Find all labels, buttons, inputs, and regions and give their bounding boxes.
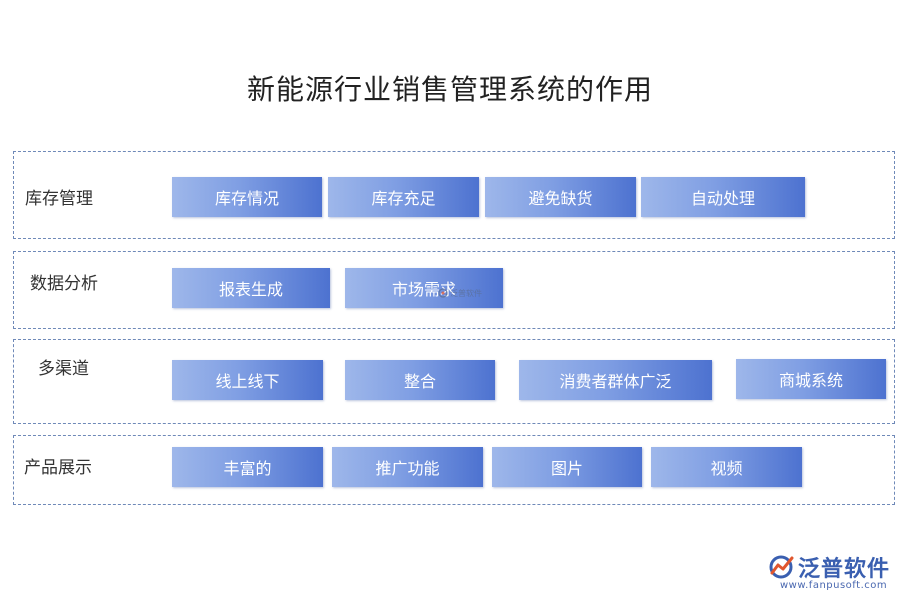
section-label-data-analysis: 数据分析 (30, 274, 98, 294)
item-box: 自动处理 (641, 177, 805, 217)
item-box: 图片 (492, 447, 642, 487)
item-box: 避免缺货 (485, 177, 636, 217)
watermark: 泛普软件 (438, 286, 498, 300)
watermark-logo-icon (438, 288, 448, 298)
section-product-display (13, 435, 895, 505)
item-box: 市场需求 (345, 268, 503, 308)
fanpu-logo-icon (769, 555, 794, 579)
watermark-text: 泛普软件 (450, 288, 482, 298)
section-label-multichannel: 多渠道 (38, 359, 89, 379)
diagram-title: 新能源行业销售管理系统的作用 (246, 73, 653, 106)
item-box: 丰富的 (172, 447, 323, 487)
item-box: 库存情况 (172, 177, 322, 217)
section-inventory (13, 151, 895, 239)
section-multichannel (13, 339, 895, 424)
item-box: 视频 (651, 447, 802, 487)
logo-url: www.fanpusoft.com (780, 580, 888, 591)
logo-name: 泛普软件 (798, 557, 891, 582)
item-box: 推广功能 (332, 447, 483, 487)
section-label-product-display: 产品展示 (24, 458, 92, 478)
item-box: 报表生成 (172, 268, 330, 308)
brand-logo: 泛普软件 www.fanpusoft.com (768, 551, 898, 597)
section-data-analysis (13, 251, 895, 329)
item-box: 消费者群体广泛 (519, 360, 712, 400)
section-label-inventory: 库存管理 (25, 189, 93, 209)
item-box: 线上线下 (172, 360, 323, 400)
item-box: 库存充足 (328, 177, 479, 217)
item-box: 商城系统 (736, 359, 886, 399)
item-box: 整合 (345, 360, 495, 400)
